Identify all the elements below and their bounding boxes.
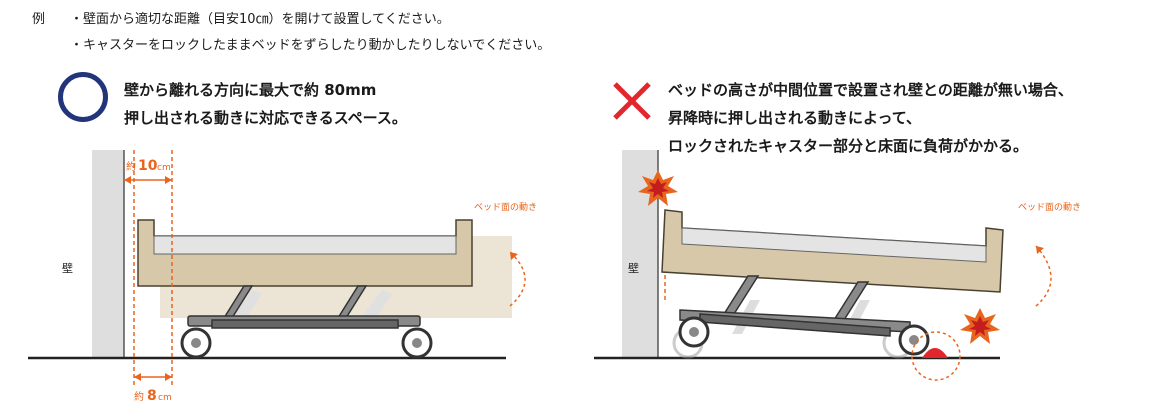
- caster-wheels: [180, 327, 433, 359]
- good-description-line2: 押し出される動きに対応できるスペース。: [124, 109, 407, 127]
- good-diagram: 約 10 cm 約 8 cm 壁 ベッド面の動き: [28, 150, 537, 404]
- bad-description-line3: ロックされたキャスター部分と床面に負荷がかかる。: [668, 137, 1029, 155]
- note-line-casters: ・キャスターをロックしたままベッドをずらしたり動かしたりしないでください。: [70, 38, 551, 53]
- bad-description-line1: ベッドの高さが中間位置で設置され壁との距離が無い場合、: [668, 81, 1073, 99]
- bad-diagram: 壁 ベッド面の動き: [594, 150, 1081, 381]
- impact-burst-icon: [960, 308, 1000, 344]
- bed-motion-arrow: ベッド面の動き: [474, 202, 537, 307]
- note-line-distance: ・壁面から適切な距離（目安10㎝）を開けて設置してください。: [70, 12, 450, 27]
- measure-8cm-unit: cm: [158, 393, 172, 403]
- floor-stress-marker: [911, 331, 961, 381]
- motion-label: ベッド面の動き: [474, 202, 537, 213]
- good-description-line1: 壁から離れる方向に最大で約 80mm: [124, 81, 377, 99]
- wall: [92, 150, 124, 358]
- measure-8cm-value: 8: [147, 388, 157, 404]
- good-description: 壁から離れる方向に最大で約 80mm 押し出される動きに対応できるスペース。: [124, 76, 407, 132]
- bed-frame: [661, 209, 1004, 293]
- bad-description-line2: 昇降時に押し出される動きによって、: [668, 109, 922, 127]
- bed-legs: [187, 285, 421, 329]
- bed-frame: [137, 219, 473, 287]
- wall-label: 壁: [62, 261, 73, 275]
- motion-label: ベッド面の動き: [1018, 202, 1081, 213]
- example-label: 例: [32, 12, 46, 27]
- bed-motion-arrow: ベッド面の動き: [1018, 202, 1081, 307]
- measure-8cm: 約 8 cm: [134, 373, 172, 404]
- impact-burst-icon: [638, 170, 678, 206]
- caster-wheels: [678, 316, 930, 356]
- measure-10cm-prefix: 約: [126, 160, 136, 173]
- measure-10cm-value: 10: [138, 158, 158, 174]
- circle-ok-icon: [58, 72, 108, 122]
- measure-8cm-prefix: 約: [134, 390, 144, 403]
- measure-10cm: 約 10 cm: [124, 158, 172, 184]
- wall-label: 壁: [628, 261, 639, 275]
- cross-ng-icon: [613, 82, 651, 120]
- bad-description: ベッドの高さが中間位置で設置され壁との距離が無い場合、 昇降時に押し出される動き…: [668, 76, 1073, 160]
- measure-10cm-unit: cm: [157, 163, 171, 173]
